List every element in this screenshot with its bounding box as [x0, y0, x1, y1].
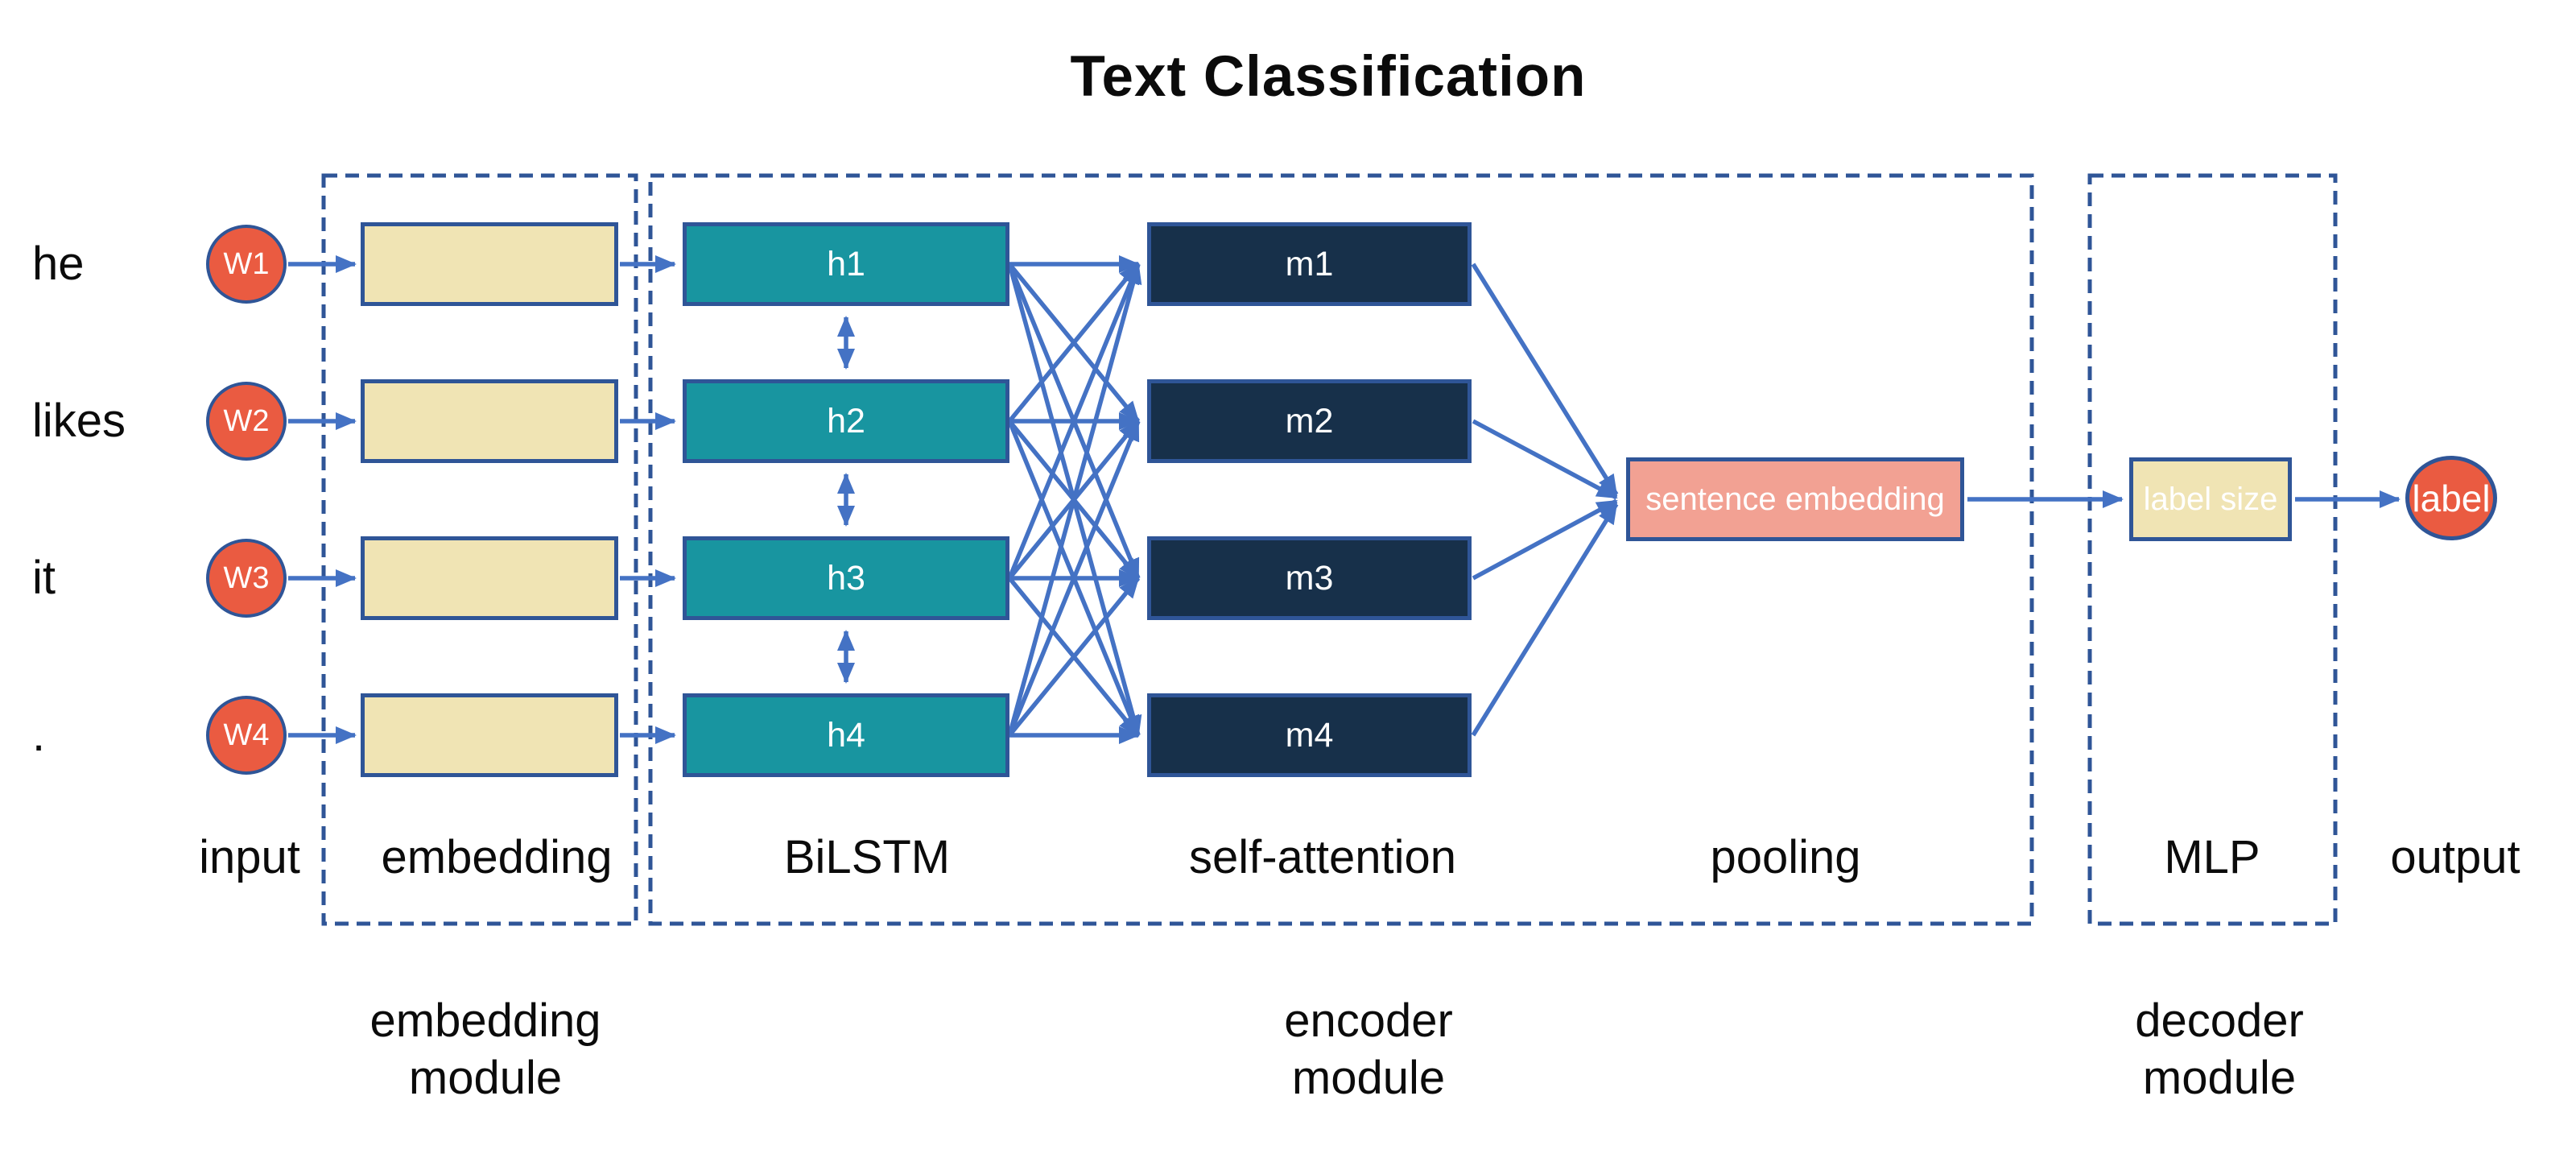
attention-output-box: m1 — [1147, 222, 1472, 306]
embedding-module-boundary — [321, 173, 638, 926]
stage-label-mlp: MLP — [2164, 831, 2260, 883]
token-node: W4 — [206, 696, 287, 775]
label-size-box: label size — [2129, 457, 2292, 541]
token-node: W1 — [206, 225, 287, 304]
input-word: he — [32, 238, 85, 290]
attention-output-box: m3 — [1147, 536, 1472, 620]
input-word: . — [32, 709, 46, 761]
attention-output-box: m2 — [1147, 379, 1472, 463]
sentence-embedding-box: sentence embedding — [1626, 457, 1964, 541]
input-to-embedding-arrows — [288, 255, 357, 744]
stage-label-bilstm: BiLSTM — [783, 831, 951, 883]
stage-label-self-attention: self-attention — [1188, 831, 1457, 883]
pooling-arrows — [1471, 263, 1619, 737]
output-label-node: label — [2405, 456, 2497, 540]
embedding-box — [361, 693, 618, 777]
stage-label-embedding: embedding — [381, 831, 613, 883]
token-node: W2 — [206, 382, 287, 461]
stage-label-input: input — [199, 831, 300, 883]
attention-output-box: m4 — [1147, 693, 1472, 777]
bilstm-hidden-box: h2 — [683, 379, 1009, 463]
module-boundaries — [321, 173, 2338, 926]
embedding-box — [361, 222, 618, 306]
input-word: it — [32, 552, 56, 604]
self-attention-links — [1007, 255, 1142, 744]
diagram-title: Text Classification — [1070, 45, 1587, 109]
bilstm-hidden-box: h3 — [683, 536, 1009, 620]
decoder-module-boundary — [2087, 173, 2338, 926]
token-node: W3 — [206, 539, 287, 618]
stage-label-pooling: pooling — [1710, 831, 1861, 883]
embedding-to-bilstm-arrows — [620, 255, 676, 744]
input-word: likes — [32, 395, 126, 447]
bilstm-hidden-box: h1 — [683, 222, 1009, 306]
bilstm-hidden-box: h4 — [683, 693, 1009, 777]
embedding-box — [361, 379, 618, 463]
stage-label-output: output — [2390, 831, 2520, 883]
embedding-box — [361, 536, 618, 620]
